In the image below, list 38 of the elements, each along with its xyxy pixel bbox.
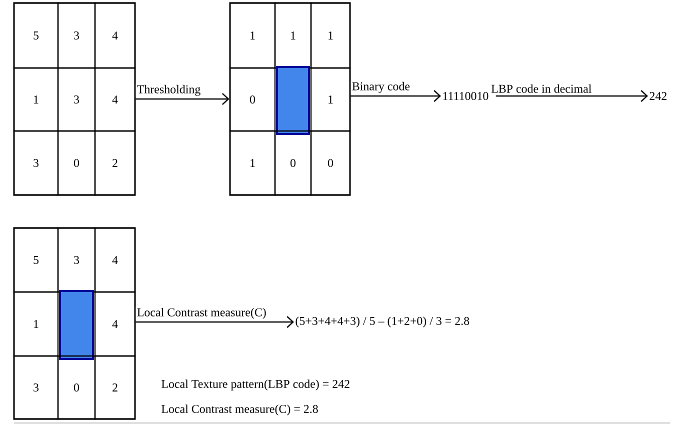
edge-label: Binary code — [352, 82, 410, 93]
grid-cell: 2 — [94, 355, 136, 420]
edge-label: Local Contrast measure(C) — [137, 308, 266, 319]
value-text: 242 — [650, 92, 666, 100]
grid-cell: 3 — [13, 130, 59, 196]
grid-cell: 5 — [13, 227, 59, 293]
grid-cell: 3 — [57, 2, 96, 69]
grid-cell: 1 — [310, 2, 351, 69]
summary-text: Local Texture pattern(LBP code) = 242 — [162, 380, 350, 390]
summary-text: Local Contrast measure(C) = 2.8 — [162, 404, 318, 416]
grid-cell: 0 — [57, 130, 96, 196]
grid-cell: 0 — [274, 130, 312, 196]
center-cell — [276, 66, 310, 135]
value-text: 11110010 — [443, 92, 488, 100]
edge-label: LBP code in decimal — [491, 84, 592, 93]
grid-cell: 1 — [13, 291, 59, 357]
grid-cell: 0 — [229, 67, 276, 132]
arrow — [350, 90, 441, 102]
arrow — [496, 90, 648, 102]
formula-text: (5+3+4+4+3) / 5 – (1+2+0) / 3 = 2.8 — [296, 316, 470, 328]
edge-label: Thresholding — [137, 84, 200, 96]
grid-cell: 1 — [13, 67, 59, 132]
grid-cell: 4 — [94, 2, 136, 69]
grid-cell: 5 — [13, 2, 59, 69]
grid-cell: 1 — [310, 67, 351, 132]
grid-cell: 3 — [57, 67, 96, 132]
grid-cell: 3 — [13, 355, 59, 420]
grid-cell: 0 — [310, 130, 351, 196]
grid-cell: 0 — [57, 355, 96, 420]
arrow — [136, 93, 230, 105]
arrow — [136, 316, 294, 328]
grid-cell: 1 — [229, 130, 276, 196]
grid-cell: 4 — [94, 291, 136, 357]
grid-cell: 4 — [94, 227, 136, 293]
center-cell — [59, 290, 94, 360]
grid-cell: 1 — [229, 2, 276, 69]
grid-cell: 2 — [94, 130, 136, 196]
grid-cell: 4 — [94, 67, 136, 132]
